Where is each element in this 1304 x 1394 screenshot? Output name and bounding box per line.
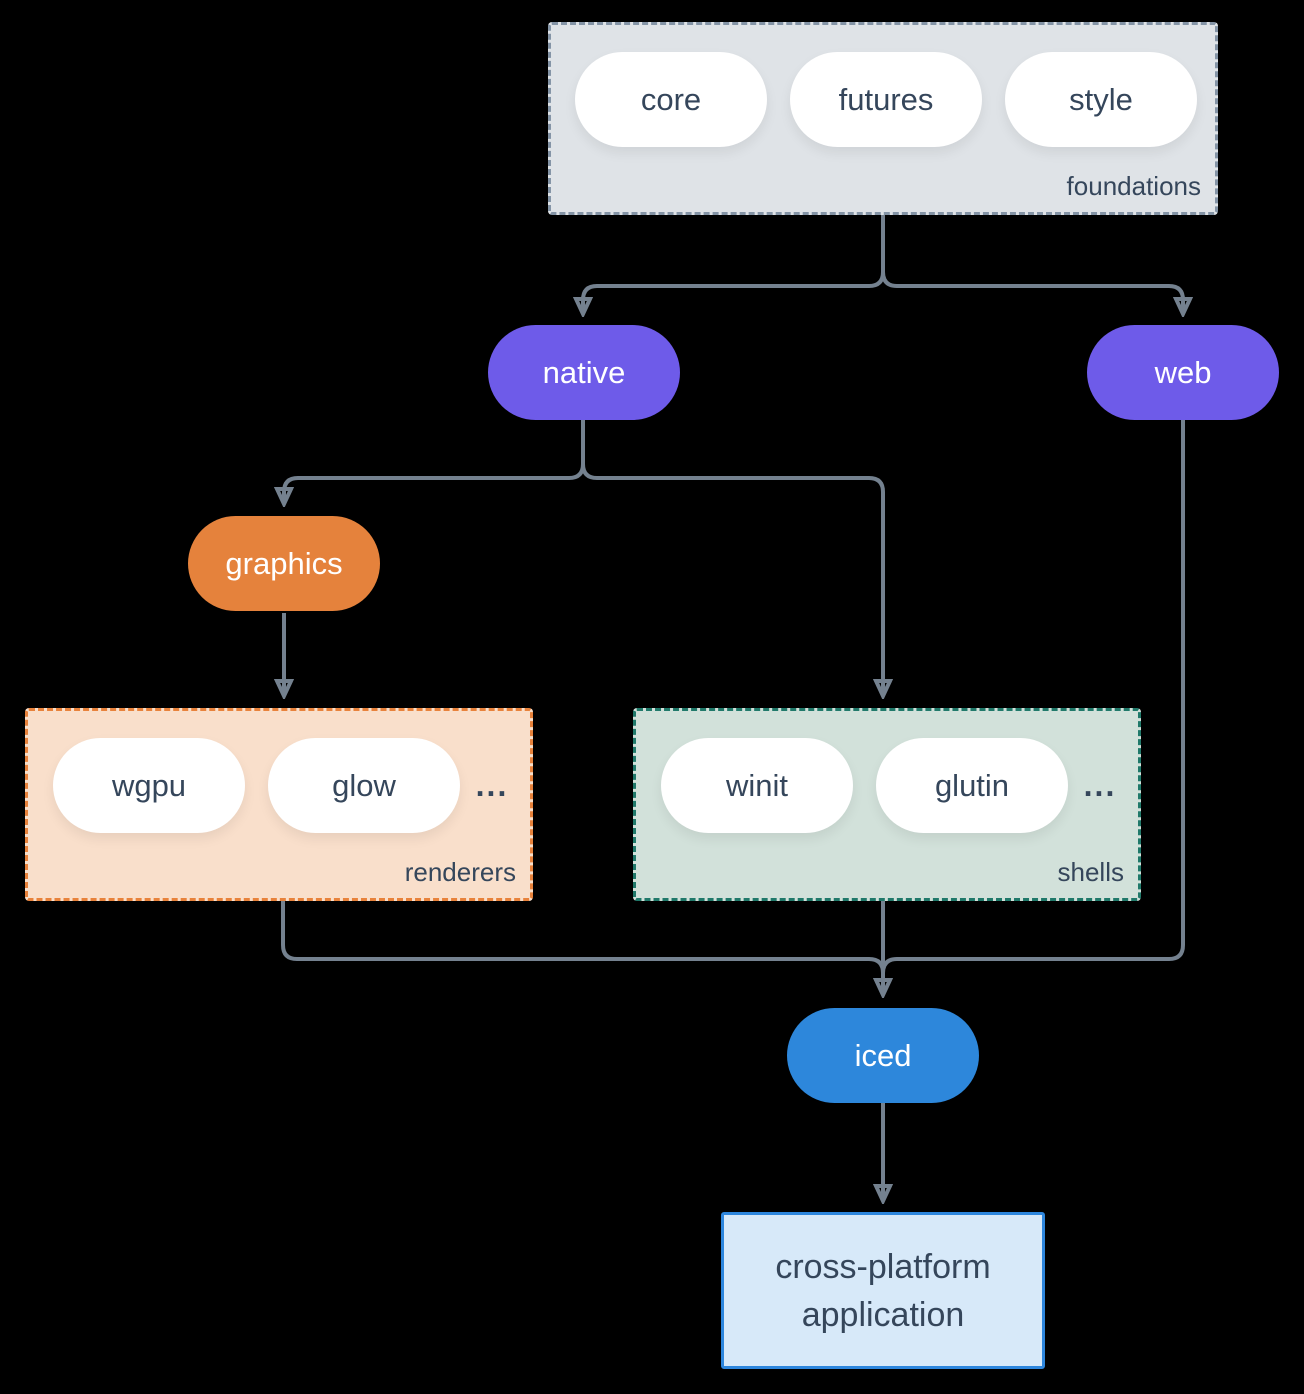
pill-winit-label: winit — [725, 767, 788, 803]
pill-core: core — [575, 52, 767, 147]
pill-glow: glow — [268, 738, 460, 833]
pill-wgpu: wgpu — [53, 738, 245, 833]
node-application: cross-platform application — [721, 1212, 1045, 1369]
edge-renderers-to-iced — [281, 901, 885, 974]
node-native-label: native — [542, 354, 626, 390]
node-web-label: web — [1154, 354, 1212, 390]
pill-glow-label: glow — [332, 767, 396, 803]
node-native: native — [488, 325, 680, 420]
edge-native-to-shells — [581, 420, 883, 693]
pill-futures: futures — [790, 52, 982, 147]
edge-foundations-to-native — [583, 215, 885, 311]
node-graphics-label: graphics — [225, 545, 343, 581]
group-shells: winit glutin ... shells — [633, 708, 1141, 901]
group-foundations-label: foundations — [1066, 171, 1201, 201]
pill-winit: winit — [661, 738, 853, 833]
pill-futures-label: futures — [838, 81, 934, 117]
pill-style: style — [1005, 52, 1197, 147]
group-shells-label: shells — [1057, 857, 1124, 887]
edge-native-to-graphics — [284, 420, 585, 501]
node-iced-label: iced — [854, 1037, 912, 1073]
pill-wgpu-label: wgpu — [111, 767, 187, 803]
node-application-label: cross-platform application — [775, 1247, 991, 1334]
node-iced: iced — [787, 1008, 979, 1103]
pill-core-label: core — [640, 81, 702, 117]
group-renderers: wgpu glow ... renderers — [25, 708, 533, 901]
node-web: web — [1087, 325, 1279, 420]
group-foundations: core futures style foundations — [548, 22, 1218, 215]
shells-ellipsis: ... — [1083, 767, 1117, 803]
edge-foundations-to-web — [881, 215, 1183, 311]
group-renderers-label: renderers — [404, 857, 516, 887]
renderers-ellipsis: ... — [475, 767, 509, 803]
pill-glutin-label: glutin — [934, 767, 1010, 803]
pill-style-label: style — [1069, 81, 1133, 117]
node-graphics: graphics — [188, 516, 380, 611]
pill-glutin: glutin — [876, 738, 1068, 833]
